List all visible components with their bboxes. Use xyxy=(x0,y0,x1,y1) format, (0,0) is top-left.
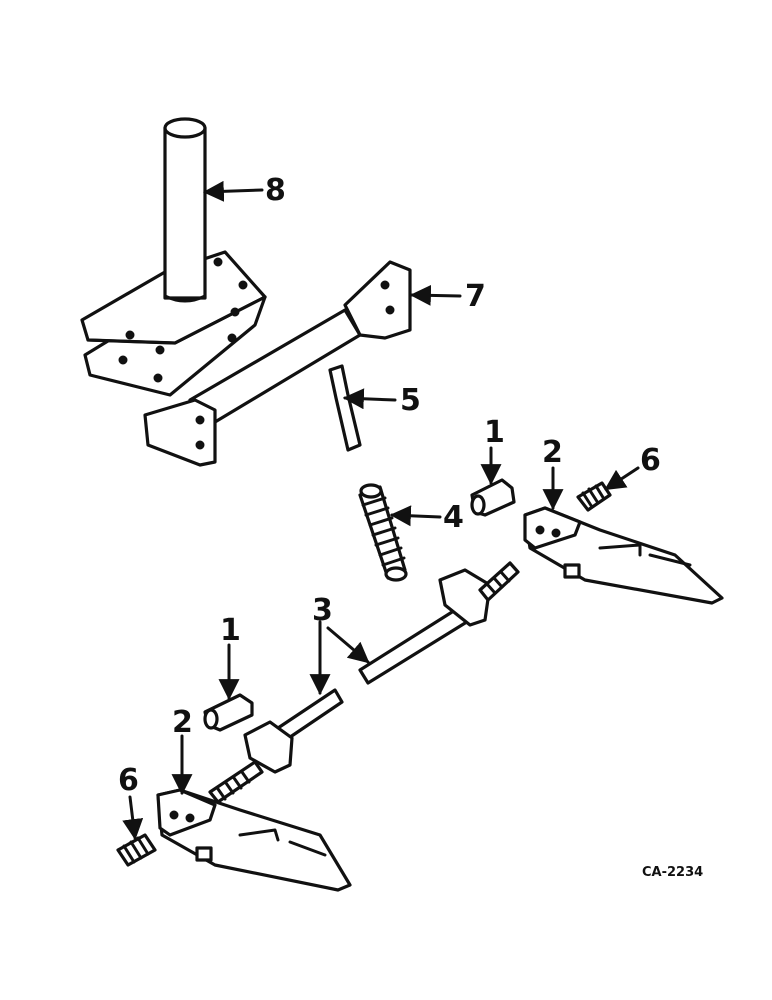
setscrew-part-6-upper xyxy=(576,481,612,512)
callout-4: 4 xyxy=(443,500,464,535)
callout-1-upper: 1 xyxy=(484,415,505,450)
callout-5: 5 xyxy=(400,383,421,418)
spring-part-4 xyxy=(358,483,408,582)
callout-2-upper: 2 xyxy=(542,435,563,470)
mounting-bracket-part-8 xyxy=(80,117,267,397)
callout-8: 8 xyxy=(265,173,286,208)
shovel-part-2-lower xyxy=(156,788,352,892)
callout-2-lower: 2 xyxy=(172,705,193,740)
shaft-part-3-upper xyxy=(358,561,520,685)
figure-code: CA-2234 xyxy=(642,865,703,880)
shaft-part-3-lower xyxy=(208,688,344,804)
crossbar-part-7 xyxy=(143,260,412,467)
link-part-5 xyxy=(328,364,362,452)
setscrew-part-6-lower xyxy=(116,833,157,867)
callout-3: 3 xyxy=(312,593,333,628)
callout-7: 7 xyxy=(465,279,486,314)
bolt-part-1-lower xyxy=(203,693,254,732)
leader-lines xyxy=(122,180,640,841)
bolt-part-1-upper xyxy=(470,478,516,517)
callout-labels: 8 7 5 4 1 2 6 3 1 2 6 xyxy=(118,173,661,798)
callout-6-lower: 6 xyxy=(118,763,139,798)
shovel-part-2-upper xyxy=(523,506,724,605)
callout-1-lower: 1 xyxy=(220,613,241,648)
callout-6-upper: 6 xyxy=(640,443,661,478)
